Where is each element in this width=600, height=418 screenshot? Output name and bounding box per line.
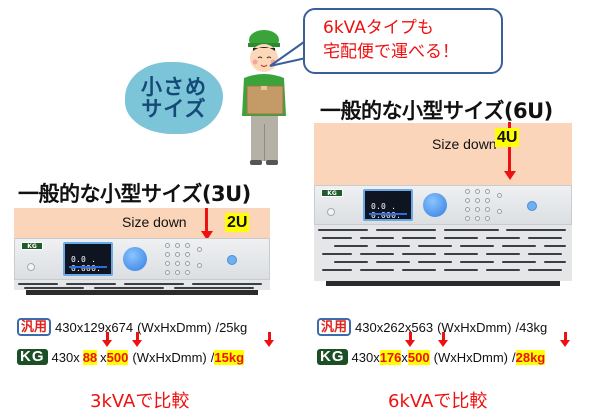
caption-3kva: 3kVAで比較 bbox=[90, 391, 190, 412]
heading-6u: 一般的な小型サイズ(6U) bbox=[320, 99, 553, 123]
speech-bubble: 6kVAタイプも 宅配便で運べる！ bbox=[303, 8, 503, 74]
arrow-down-icon bbox=[132, 332, 144, 348]
caption-6kva: 6kVAで比較 bbox=[388, 391, 488, 412]
device-4u-front-panel: KG 0.0 . 0.000. bbox=[314, 185, 572, 225]
spec-row-kg-3kva: KG 430x 88 x 500 (WxHxDmm) / 15kg bbox=[17, 349, 245, 365]
badge-line2: サイズ bbox=[141, 97, 207, 121]
small-size-badge: 小さめ サイズ bbox=[125, 62, 223, 134]
bubble-line2: 宅配便で運べる！ bbox=[323, 42, 459, 62]
arrow-down-icon bbox=[102, 332, 114, 348]
device-base-2u bbox=[26, 290, 258, 295]
arrow-down-icon bbox=[438, 332, 450, 348]
size-down-label-6u: Size down bbox=[432, 136, 497, 152]
display-screen: 0.0 . 0.000. bbox=[63, 242, 113, 276]
weight-highlight: 28kg bbox=[515, 349, 546, 365]
width: 430x bbox=[51, 349, 80, 365]
bubble-line1: 6kVAタイプも bbox=[323, 18, 434, 38]
display-screen: 0.0 . 0.000. bbox=[363, 189, 413, 221]
slash: / bbox=[511, 349, 516, 365]
weight: /43kg bbox=[515, 319, 548, 335]
output-button bbox=[527, 201, 537, 211]
display-value: 0.0 . 0.000. bbox=[71, 255, 102, 273]
kg-logo: KG bbox=[321, 189, 343, 197]
kg-logo: KG bbox=[21, 242, 43, 250]
vent-grille-2u bbox=[14, 280, 270, 290]
rotary-knob bbox=[423, 193, 447, 217]
weight-highlight: 15kg bbox=[214, 349, 245, 365]
rotary-knob bbox=[123, 247, 147, 271]
device-base-4u bbox=[326, 281, 560, 286]
dims: 430x262x563 bbox=[355, 319, 434, 335]
depth-highlight: 500 bbox=[106, 349, 129, 365]
general-tag: 汎用 bbox=[17, 318, 52, 336]
speech-bubble-tail bbox=[269, 41, 307, 67]
height-highlight: 88 bbox=[82, 349, 98, 365]
badge-line1: 小さめ bbox=[141, 74, 207, 99]
kg-tag: KG bbox=[317, 349, 348, 365]
output-button bbox=[227, 255, 237, 265]
separator: x bbox=[100, 349, 107, 365]
weight: /25kg bbox=[215, 319, 248, 335]
width: 430x bbox=[351, 349, 380, 365]
separator: x bbox=[401, 349, 408, 365]
dims-unit: (WxHxDmm) bbox=[137, 319, 212, 335]
dims-unit: (WxHxDmm) bbox=[437, 319, 512, 335]
arrow-down-icon bbox=[504, 122, 516, 182]
spec-row-general-3kva: 汎用 430x129x674 (WxHxDmm) /25kg bbox=[17, 318, 247, 336]
arrow-down-icon bbox=[560, 332, 572, 348]
device-2u-front-panel: KG 0.0 . 0.000. bbox=[14, 238, 270, 280]
arrow-down-icon bbox=[264, 332, 276, 348]
size-down-label-3u: Size down bbox=[122, 214, 187, 230]
new-size-2u: 2U bbox=[225, 213, 250, 232]
power-switch bbox=[27, 263, 35, 271]
box-icon bbox=[246, 85, 284, 115]
spec-row-kg-6kva: KG 430x 176 x 500 (WxHxDmm) / 28kg bbox=[317, 349, 546, 365]
depth-highlight: 500 bbox=[407, 349, 430, 365]
delivery-man-illustration bbox=[242, 30, 286, 165]
heading-3u: 一般的な小型サイズ(3U) bbox=[18, 182, 251, 206]
height-highlight: 176 bbox=[379, 349, 402, 365]
slash: / bbox=[210, 349, 215, 365]
power-switch bbox=[327, 208, 335, 216]
vent-grille-4u bbox=[314, 225, 572, 281]
dims: 430x129x674 bbox=[55, 319, 134, 335]
arrow-down-icon bbox=[405, 332, 417, 348]
new-size-4u: 4U bbox=[495, 128, 520, 147]
general-tag: 汎用 bbox=[317, 318, 352, 336]
display-value: 0.0 . 0.000. bbox=[371, 202, 402, 220]
kg-tag: KG bbox=[17, 349, 48, 365]
dims-unit: (WxHxDmm) bbox=[132, 349, 207, 365]
dims-unit: (WxHxDmm) bbox=[433, 349, 508, 365]
spec-row-general-6kva: 汎用 430x262x563 (WxHxDmm) /43kg bbox=[317, 318, 547, 336]
arrow-down-icon bbox=[201, 208, 213, 242]
